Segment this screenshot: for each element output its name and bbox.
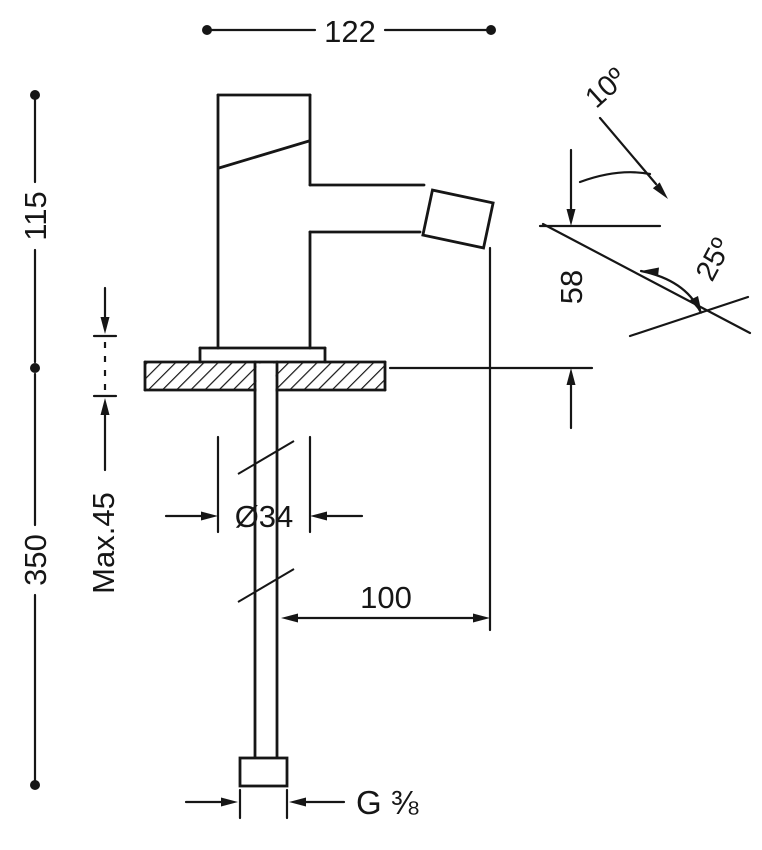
spout-axis-line bbox=[541, 222, 752, 335]
dim-width-top: 122 bbox=[202, 14, 496, 49]
dim-thread: G ⅜ bbox=[184, 784, 419, 821]
faucet-outline bbox=[198, 93, 495, 364]
break-mark-upper bbox=[237, 440, 295, 475]
dim-diameter-label: Ø34 bbox=[235, 499, 294, 534]
dim-thread-label: G ⅜ bbox=[356, 784, 419, 821]
shank-nut bbox=[238, 756, 289, 788]
dim-height-left: 115 350 bbox=[18, 90, 53, 790]
dim-height-upper-label: 115 bbox=[18, 191, 53, 240]
supply-shank bbox=[237, 360, 295, 788]
dim-reach: 100 bbox=[281, 246, 492, 632]
dim-outlet-height: 58 bbox=[388, 148, 662, 430]
break-mark-lower bbox=[237, 568, 295, 603]
angle-spout-label: 25º bbox=[690, 233, 739, 286]
dim-diameter: Ø34 bbox=[164, 435, 364, 534]
dim-outlet-height-label: 58 bbox=[554, 270, 589, 304]
dim-reach-label: 100 bbox=[360, 580, 412, 615]
spout-tip bbox=[421, 188, 495, 250]
handle-lever-line bbox=[217, 139, 311, 170]
angle-arc-10 bbox=[578, 171, 652, 184]
dim-max-thickness: Max.45 bbox=[86, 286, 121, 594]
dim-width-top-label: 122 bbox=[324, 14, 376, 49]
angle-outlet-10: 10º bbox=[578, 62, 668, 199]
dim-height-lower-label: 350 bbox=[18, 534, 53, 586]
angle-outlet-label: 10º bbox=[579, 62, 633, 115]
dim-max-thickness-label: Max.45 bbox=[86, 492, 121, 594]
